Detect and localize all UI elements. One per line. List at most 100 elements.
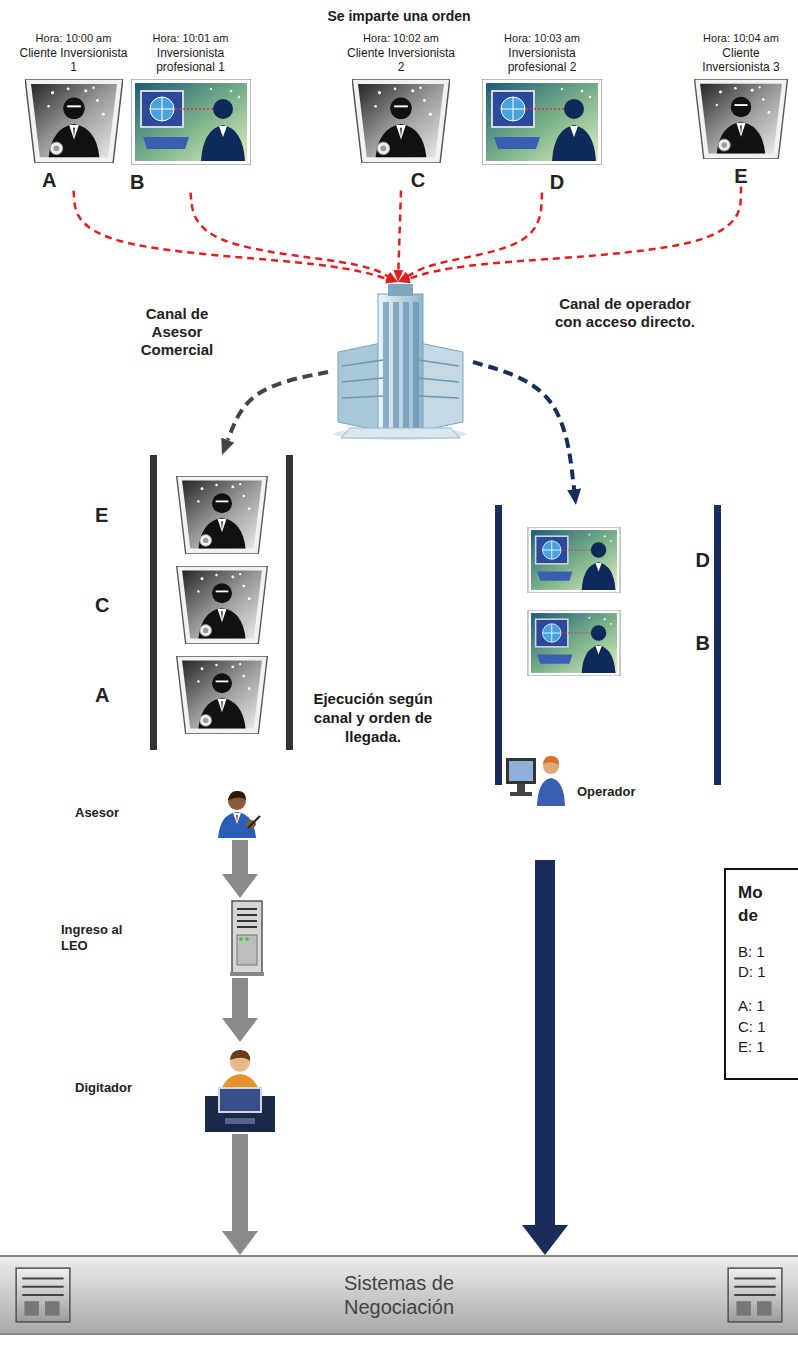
investor-card: Hora: 10:03 amInversionista profesional … — [478, 32, 606, 193]
typist-icon — [205, 1044, 275, 1132]
order-letter: C — [411, 169, 425, 191]
server-rack-icon — [12, 1264, 74, 1326]
connector — [191, 193, 388, 277]
client-portrait — [177, 476, 268, 554]
server-icon — [229, 899, 265, 977]
leo-step: Ingreso al LEO — [55, 898, 265, 978]
advisor-channel-queue: Canal de Asesor ComercialECA — [150, 455, 293, 750]
investor-label: Cliente Inversionista 1 — [16, 46, 131, 75]
order-letter: A — [42, 169, 56, 191]
step-label: Asesor — [75, 805, 119, 821]
step-label: Operador — [577, 784, 636, 800]
order-letter: D — [550, 171, 564, 193]
professional-portrait — [482, 79, 602, 165]
investor-label: Cliente Inversionista 2 — [345, 46, 457, 75]
operator-channel-queue: Canal de operador con acceso directo.DB — [495, 505, 721, 785]
investor-label: Inversionista profesional 1 — [128, 46, 253, 75]
connector — [535, 860, 555, 1225]
order-time: Hora: 10:04 am — [703, 32, 779, 46]
band-label: Sistemas de Negociación — [319, 1271, 479, 1319]
investor-card: Hora: 10:00 amCliente Inversionista 1 A — [16, 32, 131, 191]
client-portrait — [177, 566, 268, 644]
queued-order: E — [95, 475, 270, 555]
client-portrait — [694, 79, 788, 159]
connector — [473, 362, 574, 489]
server-rack-icon — [728, 1268, 782, 1322]
order-time: Hora: 10:03 am — [504, 32, 580, 46]
time-entry: A: 1 — [738, 996, 765, 1016]
diagram-title: Se imparte una orden — [0, 8, 798, 24]
queued-order: D — [520, 527, 710, 593]
order-letter: E — [734, 165, 747, 187]
order-time: Hora: 10:02 am — [363, 32, 439, 46]
connector — [409, 187, 741, 279]
queued-order: B — [520, 610, 710, 676]
order-letter: B — [130, 171, 144, 193]
connector — [232, 1134, 248, 1231]
queued-order: A — [95, 655, 270, 735]
time-entry: E: 1 — [738, 1037, 765, 1057]
investor-label: Inversionista profesional 2 — [478, 46, 606, 75]
time-entry: C: 1 — [738, 1017, 766, 1037]
professional-portrait — [131, 79, 251, 165]
order-letter: C — [95, 594, 109, 617]
order-letter: D — [696, 549, 710, 572]
professional-portrait — [131, 79, 251, 165]
client-portrait — [352, 79, 450, 163]
professional-portrait — [520, 527, 628, 593]
advisor-icon — [218, 790, 260, 837]
professional-portrait — [528, 527, 620, 593]
note-label: Ejecución según canal y orden de llegada… — [298, 690, 448, 746]
operator-step: Operador — [505, 750, 665, 860]
operator-icon — [506, 756, 565, 806]
trading-systems-band: Sistemas de Negociación — [0, 1255, 798, 1335]
channel-heading: Canal de Asesor Comercial — [127, 305, 227, 359]
connector — [398, 191, 401, 270]
advisor-icon — [210, 788, 265, 838]
client-portrait — [25, 79, 123, 163]
client-portrait — [174, 656, 270, 734]
server-icon — [230, 901, 264, 976]
channel-heading: Canal de operador con acceso directo. — [550, 295, 700, 331]
professional-portrait — [520, 610, 628, 676]
professional-portrait — [482, 79, 602, 165]
connector — [232, 840, 248, 874]
connector — [74, 191, 387, 279]
building-icon — [328, 282, 473, 440]
queued-order: C — [95, 565, 270, 645]
investor-card: Hora: 10:04 amCliente Inversionista 3 E — [688, 32, 794, 187]
client-portrait — [352, 79, 450, 163]
order-letter: A — [95, 684, 109, 707]
order-time: Hora: 10:01 am — [153, 32, 229, 46]
box-heading: Mo de — [738, 882, 772, 928]
server-rack-icon — [16, 1268, 70, 1322]
order-letter: B — [696, 632, 710, 655]
investor-card: Hora: 10:01 amInversionista profesional … — [128, 32, 253, 193]
operator-icon — [505, 750, 565, 806]
client-portrait — [25, 79, 123, 163]
order-time: Hora: 10:00 am — [36, 32, 112, 46]
step-label: Digitador — [75, 1080, 132, 1096]
time-entry: D: 1 — [738, 962, 766, 982]
connector — [228, 372, 328, 440]
building-icon — [334, 284, 466, 440]
time-entry: B: 1 — [738, 942, 765, 962]
client-portrait — [174, 476, 270, 554]
broker-building — [328, 282, 473, 440]
investor-card: Hora: 10:02 amCliente Inversionista 2 C — [345, 32, 457, 191]
advisor-step: Asesor — [75, 785, 265, 840]
professional-portrait — [528, 610, 620, 676]
typist-icon — [205, 1050, 275, 1132]
client-portrait — [174, 566, 270, 644]
typist-step: Digitador — [75, 1042, 275, 1134]
investor-label: Cliente Inversionista 3 — [688, 46, 794, 75]
client-portrait — [177, 656, 268, 734]
step-label: Ingreso al LEO — [61, 922, 141, 953]
client-portrait — [694, 79, 787, 159]
execution-time-box: Mo de B: 1D: 1 A: 1C: 1E: 1 — [724, 868, 798, 1080]
connector — [232, 978, 248, 1018]
server-rack-icon — [724, 1264, 786, 1326]
order-letter: E — [95, 504, 108, 527]
connector — [408, 193, 542, 276]
